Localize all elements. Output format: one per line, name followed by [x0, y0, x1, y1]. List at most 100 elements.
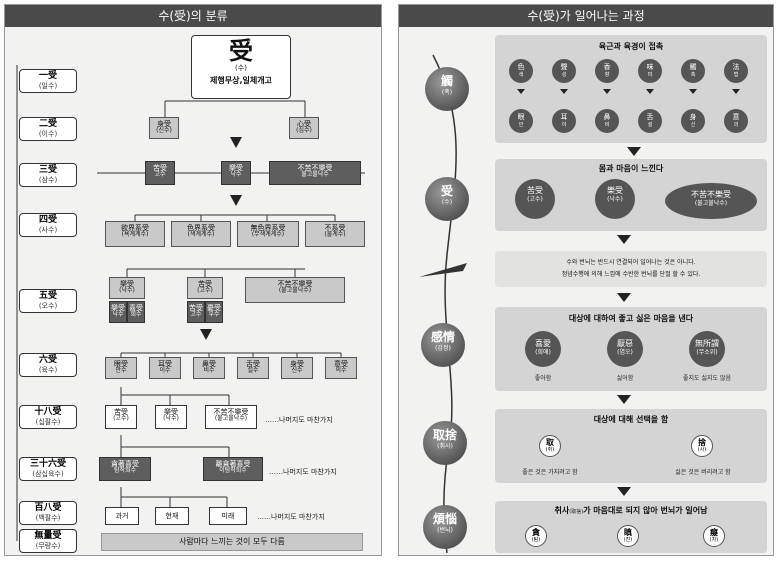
- time-past: 과거: [105, 507, 139, 525]
- caption: 좋아함: [534, 375, 552, 382]
- stage-contact: 觸(촉): [425, 67, 469, 111]
- level-36: 三十六受(삼십육수): [19, 457, 77, 481]
- time-future: 미래: [209, 507, 247, 525]
- note-line-1: 수와 번뇌는 반드시 연결되어 일어나는 것은 아니다.: [566, 259, 696, 266]
- caption: 좋지도 싫지도 않음: [683, 375, 731, 382]
- feel-pain: 苦受(고수): [515, 179, 555, 219]
- classification-panel: 수(受)의 분류: [4, 4, 382, 556]
- section-choice: 대상에 대해 선택을 함 取(취) 捨(사) 좋은 것은 가지려고 함 싫은 것…: [495, 409, 767, 483]
- affliction-delusion: 癡(치): [703, 525, 725, 547]
- level-108: 百八受(백팔수): [19, 501, 77, 525]
- level-3: 三受(삼수): [19, 163, 77, 187]
- down-arrow-icon: [689, 89, 697, 94]
- stage-feeling: 受(수): [425, 177, 469, 221]
- stage-affliction: 煩惱(번뇌): [423, 505, 467, 549]
- process-panel: 수(受)가 일어나는 과정 觸(촉) 受(수) 感情(감정) 取捨(취사) 煩惱…: [398, 4, 774, 556]
- level-6: 六受(육수): [19, 353, 77, 377]
- caption: 싫어함: [616, 375, 634, 382]
- down-arrow-icon: [603, 89, 611, 94]
- infinite-bar: 사람마다 느끼는 것이 모두 다름: [101, 533, 363, 551]
- panel-title: 수(受)가 일어나는 과정: [399, 5, 773, 27]
- level-1: 一受(일수): [19, 69, 77, 93]
- note-line-2: 정념수행에 의해 느낌에 수반한 번뇌를 단절 할 수 있다.: [561, 271, 701, 278]
- section-title: 취사(取捨)가 마음대로 되지 않아 번뇌가 일어남: [554, 506, 708, 515]
- five-pleasure: 樂受(낙수): [109, 277, 145, 299]
- down-arrow-icon: [560, 89, 568, 94]
- down-arrow-icon: [617, 487, 631, 496]
- feel-pleasure: 樂受(낙수): [595, 179, 635, 219]
- down-arrow-icon: [732, 89, 740, 94]
- five-neutral: 不苦不樂受(불고불낙수): [245, 277, 345, 303]
- five-pain: 苦受(고수): [187, 277, 223, 299]
- time-present: 현재: [155, 507, 189, 525]
- down-arrow-icon: [627, 147, 641, 156]
- section-title: 대상에 대해 선택을 함: [593, 415, 669, 424]
- affliction-anger: 瞋(진): [617, 525, 639, 547]
- two-body: 身受(신수): [149, 117, 179, 139]
- choice-discard: 捨(사): [691, 435, 713, 457]
- emotion-neutral: 無所謂(무소위): [689, 331, 725, 367]
- section-affliction: 취사(取捨)가 마음대로 되지 않아 번뇌가 일어남 貪(탐) 瞋(진) 癡(치…: [495, 501, 767, 553]
- level-18: 十八受(십팔수): [19, 405, 77, 429]
- top-box: 受 (수) 제행무상,일체개고: [191, 35, 291, 99]
- section-title: 대상에 대하여 좋고 싫은 마음을 낸다: [568, 314, 694, 323]
- panel-title: 수(受)의 분류: [5, 5, 381, 27]
- four-formless: 無色界系受(무색계계수): [237, 221, 299, 247]
- stage-choice: 取捨(취사): [423, 421, 467, 465]
- section-feeling: 몸과 마음이 느낀다 苦受(고수) 樂受(낙수) 不苦不樂受(불고불낙수): [495, 159, 767, 231]
- level-4: 四受(사수): [19, 213, 77, 237]
- down-arrow-icon: [617, 293, 631, 302]
- note-36: ‥‥‥나머지도 마찬가지: [269, 468, 337, 476]
- two-mind: 心受(심수): [289, 117, 319, 139]
- four-desire: 欲界系受(욕계계수): [105, 221, 165, 247]
- emotion-dislike: 厭惡(염오): [607, 331, 643, 367]
- eighteen-pain: 苦受(고수): [105, 405, 137, 429]
- eighteen-neutral: 不苦不樂受(불고불낙수): [205, 405, 257, 429]
- level-5: 五受(오수): [19, 289, 77, 313]
- emotion-like: 喜愛(희애): [525, 331, 561, 367]
- down-arrow-icon: [617, 235, 631, 244]
- note-18: ‥‥‥나머지도 마찬가지: [265, 416, 333, 424]
- note-108: ‥‥‥나머지도 마찬가지: [257, 513, 325, 521]
- affliction-greed: 貪(탐): [525, 525, 547, 547]
- eighteen-pleasure: 樂受(낙수): [155, 405, 187, 429]
- caption: 좋은 것은 가지려고 함: [522, 469, 578, 476]
- section-note: 수와 번뇌는 반드시 연결되어 일어나는 것은 아니다. 정념수행에 의해 느낌…: [495, 251, 767, 287]
- caption: 싫은 것은 버리려고 함: [675, 469, 731, 476]
- top-sub: 제행무상,일체개고: [210, 76, 272, 86]
- four-form: 色界系受(색계계수): [171, 221, 231, 247]
- level-2: 二受(이수): [19, 117, 77, 141]
- four-unbound: 不系受(불계수): [305, 221, 365, 247]
- level-infinite: 無量受(무량수): [19, 529, 77, 553]
- section-title: 육근과 육경이 접촉: [598, 42, 664, 51]
- down-arrow-icon: [646, 89, 654, 94]
- down-arrow-icon: [617, 395, 631, 404]
- stage-emotion: 感情(감정): [421, 323, 465, 367]
- feel-neutral: 不苦不樂受(불고불낙수): [665, 183, 757, 219]
